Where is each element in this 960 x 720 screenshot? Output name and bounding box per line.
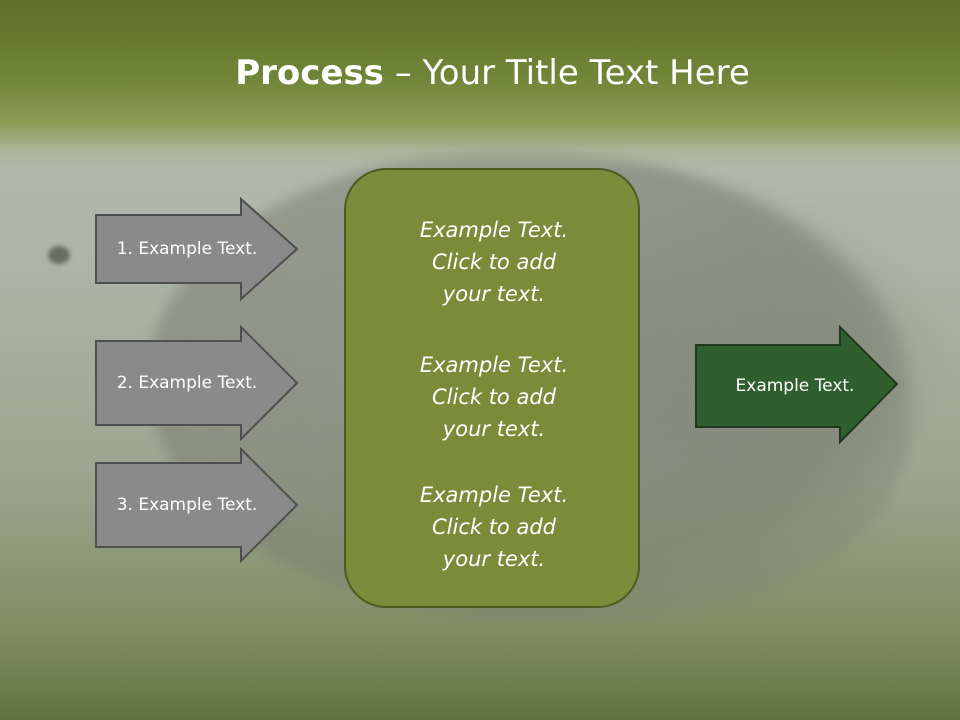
text-line: Example Text. xyxy=(419,483,569,507)
text-line: Example Text. xyxy=(419,353,569,377)
text-line: Click to add xyxy=(431,515,556,539)
step-arrow-label: 1. Example Text. xyxy=(116,239,258,259)
title-rest: – Your Title Text Here xyxy=(383,53,750,93)
text-line: Click to add xyxy=(431,250,556,274)
text-line: your text. xyxy=(442,417,546,441)
text-block-3: Example Text. Click to add your text. xyxy=(346,479,642,575)
step-arrow-1[interactable]: 1. Example Text. xyxy=(95,196,300,302)
step-arrow-label: 2. Example Text. xyxy=(116,373,258,393)
text-line: your text. xyxy=(442,282,546,306)
title-bar xyxy=(0,0,960,170)
arrow-shape xyxy=(95,324,299,442)
center-text-box[interactable]: Example Text. Click to add your text. Ex… xyxy=(344,168,640,608)
arrow-shape xyxy=(95,196,299,302)
text-block-1: Example Text. Click to add your text. xyxy=(346,214,642,310)
text-line: your text. xyxy=(442,547,546,571)
title-bold: Process xyxy=(235,53,384,93)
text-line: Click to add xyxy=(431,385,556,409)
step-arrow-3[interactable]: 3. Example Text. xyxy=(95,446,300,564)
step-arrow-label: 3. Example Text. xyxy=(116,495,258,515)
arrow-shape xyxy=(95,446,299,564)
slide-title[interactable]: Process – Your Title Text Here xyxy=(0,53,960,93)
step-arrow-2[interactable]: 2. Example Text. xyxy=(95,324,300,442)
result-arrow[interactable]: Example Text. xyxy=(695,324,900,445)
result-arrow-label: Example Text. xyxy=(735,376,855,396)
text-line: Example Text. xyxy=(419,218,569,242)
arrow-shape xyxy=(695,324,899,445)
text-block-2: Example Text. Click to add your text. xyxy=(346,349,642,445)
hedgehog-eye xyxy=(48,246,70,264)
